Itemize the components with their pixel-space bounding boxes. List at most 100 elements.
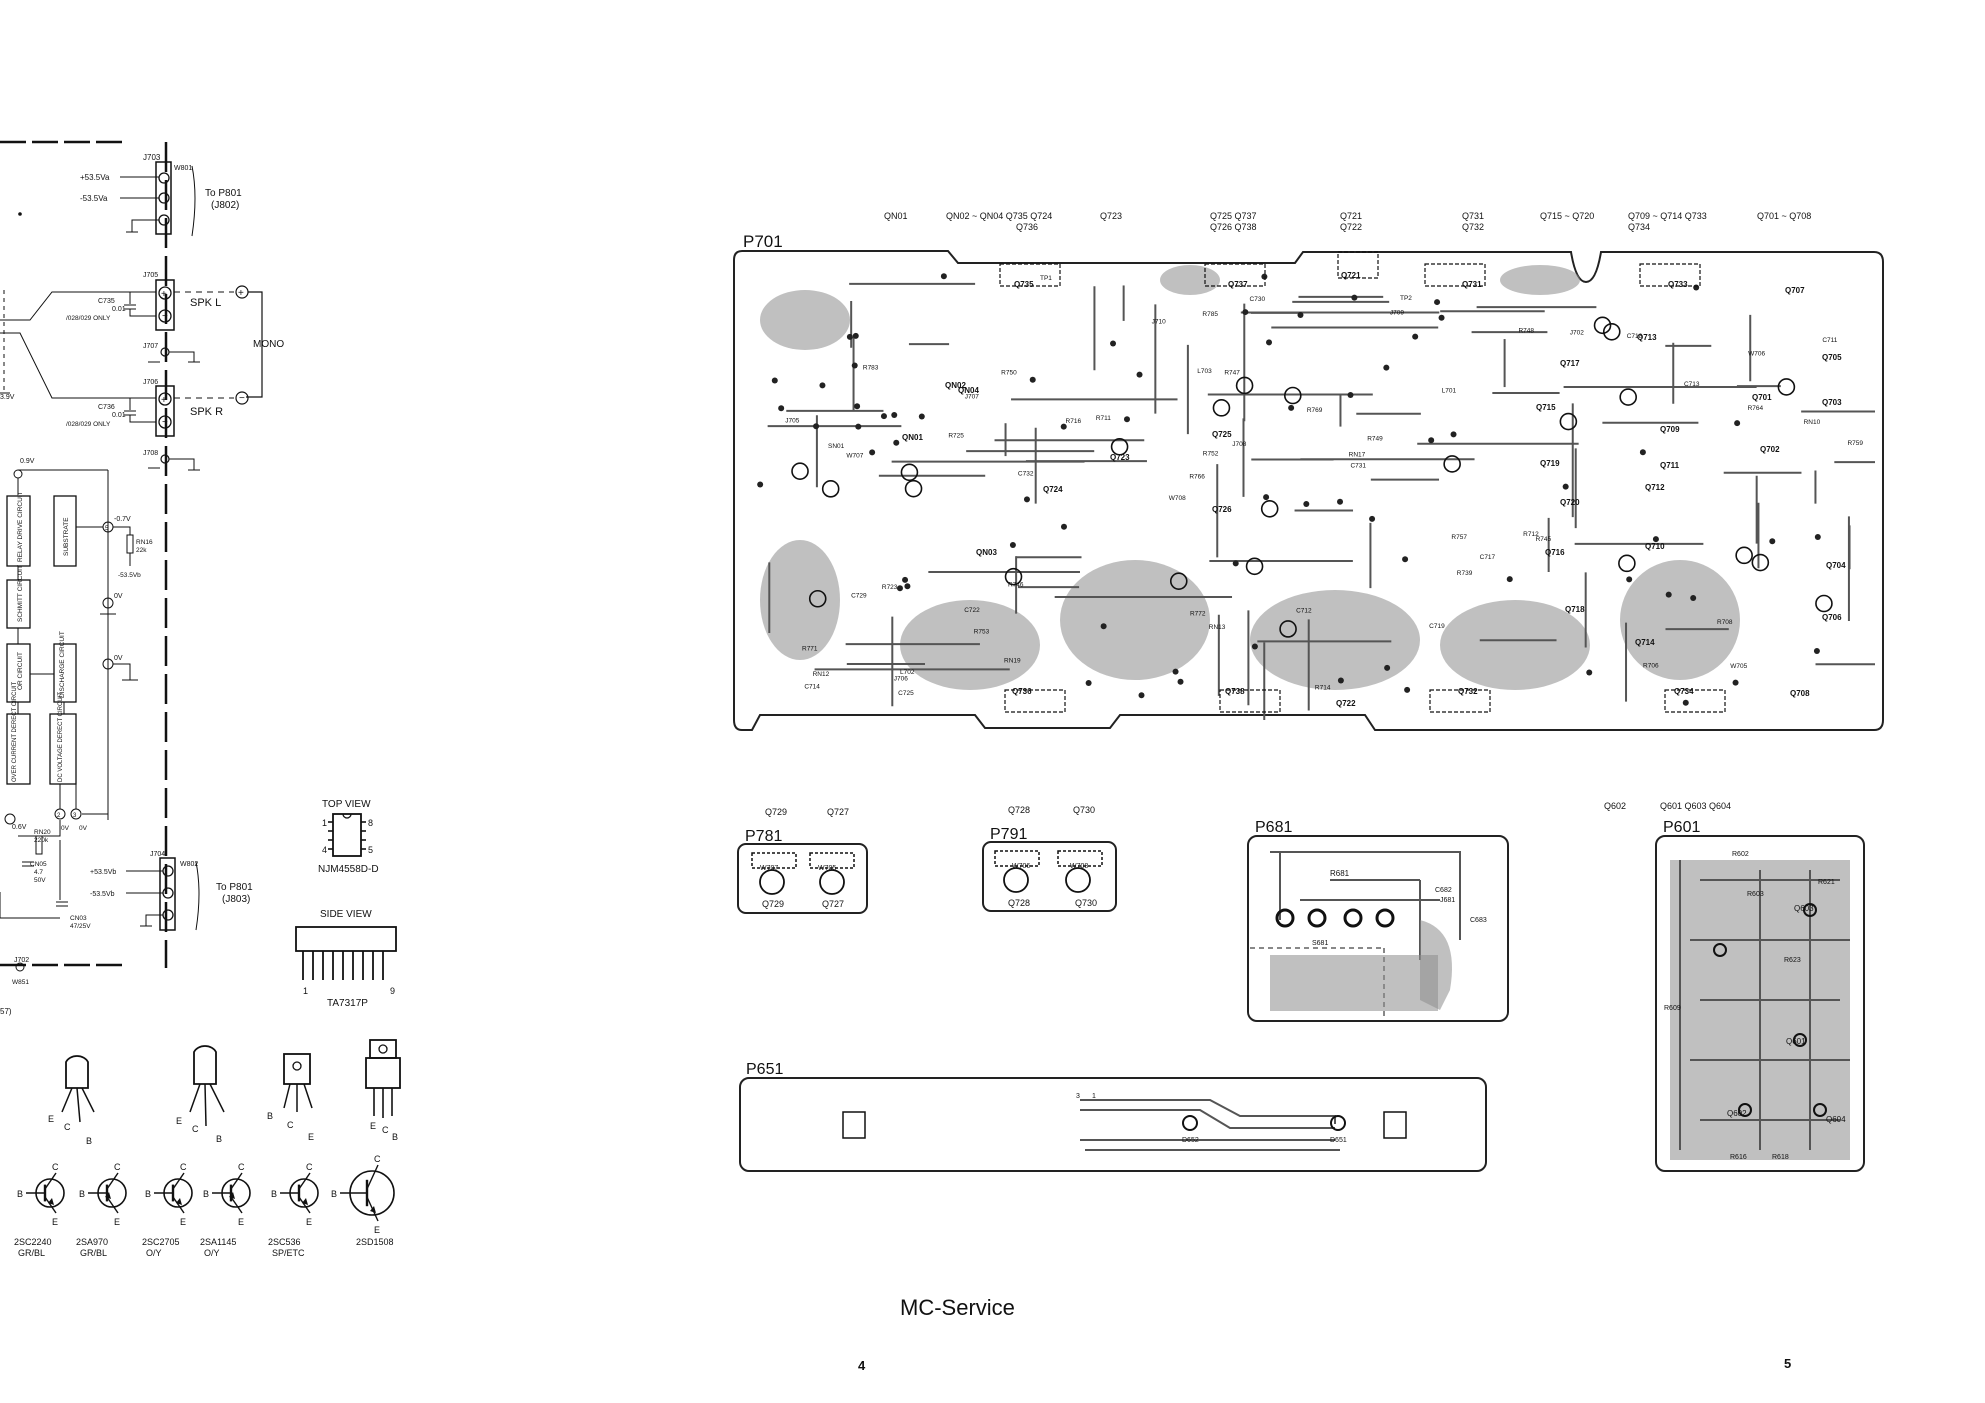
transistor-outline	[1235, 376, 1254, 395]
pin-label-b: B	[271, 1189, 277, 1199]
solder-pad	[855, 423, 862, 430]
label-0-9v: 0.9V	[20, 458, 35, 465]
p701-component-label: C718	[1627, 333, 1643, 340]
p701-component-label: R752	[1203, 451, 1219, 458]
header-group-label: Q736	[1016, 222, 1038, 232]
solder-pad	[1384, 664, 1391, 671]
collector-lead	[298, 1172, 311, 1190]
p701-component-label: L703	[1197, 368, 1212, 375]
solder-pad	[1428, 437, 1435, 444]
svg-text:Q730: Q730	[1073, 805, 1095, 815]
emitter-arrow	[370, 1206, 376, 1213]
label-j705: J705	[143, 272, 158, 279]
svg-text:0V: 0V	[79, 825, 88, 832]
transistor-outline	[821, 480, 840, 498]
svg-text:220k: 220k	[34, 837, 49, 844]
p701-component-label: L702	[900, 669, 915, 676]
svg-text:DISCHARGE CIRCUIT: DISCHARGE CIRCUIT	[59, 631, 66, 698]
header-group-label: Q732	[1462, 222, 1484, 232]
svg-text:RELAY DRIVE CIRCUIT: RELAY DRIVE CIRCUIT	[17, 491, 24, 562]
p701-component-label: Q702	[1760, 445, 1780, 454]
svg-text:E: E	[308, 1132, 314, 1142]
transistor-outline	[900, 463, 919, 482]
svg-text:0.6V: 0.6V	[12, 824, 27, 831]
transistor-part-name: 2SD1508	[356, 1237, 394, 1247]
header-group-label: Q734	[1628, 222, 1650, 232]
label-j702: J702	[14, 957, 29, 964]
svg-text:+53.5Vb: +53.5Vb	[90, 869, 116, 876]
p701-component-label: R716	[1066, 418, 1082, 425]
p701-component-label: Q704	[1826, 561, 1846, 570]
pin-label-c: C	[306, 1162, 313, 1172]
emitter-arrow	[105, 1192, 111, 1199]
label-j706: J706	[143, 379, 158, 386]
header-group-label: QN01	[884, 211, 908, 221]
svg-text:0.01: 0.01	[112, 412, 126, 419]
svg-text:Q728: Q728	[1008, 898, 1030, 908]
svg-text:C: C	[64, 1122, 71, 1132]
solder-pad	[1450, 431, 1457, 438]
pin-label-c: C	[374, 1154, 381, 1164]
p701-component-label: J705	[785, 417, 799, 424]
p701-component-label: R771	[802, 645, 818, 652]
p701-component-label: R748	[1518, 328, 1534, 335]
transistor-outline	[1593, 316, 1612, 335]
p701-component-label: RN10	[1804, 419, 1821, 426]
solder-pad	[1690, 594, 1697, 601]
pin-label-b: B	[203, 1189, 209, 1199]
solder-pad	[1434, 299, 1441, 306]
emitter-lead	[172, 1196, 185, 1214]
solder-pad	[1506, 576, 1513, 583]
solder-pad	[891, 412, 898, 419]
emitter-arrow	[229, 1192, 235, 1199]
svg-text:C: C	[287, 1120, 294, 1130]
solder-area	[760, 290, 850, 350]
svg-text:0V: 0V	[61, 825, 70, 832]
p701-component-label: Q721	[1341, 271, 1361, 280]
label-w801: W801	[174, 165, 192, 172]
transistor-outline	[808, 589, 827, 608]
svg-text:Q728: Q728	[1008, 805, 1030, 815]
solder-area	[1500, 265, 1580, 295]
transistor-outline	[1735, 546, 1753, 565]
p701-component-label: R783	[863, 365, 879, 372]
emitter-arrow	[176, 1198, 182, 1205]
transistor-outline	[1283, 386, 1302, 405]
pin-label-e: E	[52, 1217, 58, 1227]
pin-label-c: C	[52, 1162, 59, 1172]
solder-pad	[1242, 309, 1249, 316]
solder-pad	[1251, 643, 1258, 650]
p651-led-window-right	[1383, 1111, 1407, 1139]
pin-label-e: E	[306, 1217, 312, 1227]
pin-label-e: E	[114, 1217, 120, 1227]
p701-component-label: Q719	[1540, 459, 1560, 468]
solder-pad	[893, 439, 900, 446]
svg-text:B: B	[392, 1132, 398, 1142]
transistor-outline	[1815, 594, 1833, 613]
svg-text:4: 4	[322, 845, 327, 855]
svg-text:S681: S681	[1312, 940, 1328, 947]
p701-component-label: RN13	[1209, 624, 1226, 631]
svg-text:Q729: Q729	[762, 899, 784, 909]
label-njm4558: NJM4558D-D	[318, 864, 379, 875]
p701-component-label: Q708	[1790, 689, 1810, 698]
p701-component-label: Q711	[1660, 461, 1680, 470]
p701-component-label: QN03	[976, 548, 997, 557]
solder-pad	[1123, 416, 1130, 423]
solder-pad	[1009, 542, 1016, 549]
solder-pad	[1402, 556, 1409, 563]
solder-pad	[1682, 699, 1689, 706]
p701-component-label: TP1	[1040, 275, 1052, 282]
svg-text:Q602: Q602	[1727, 1109, 1747, 1118]
p701-component-label: Q725	[1212, 430, 1232, 439]
solder-pad	[854, 403, 861, 410]
p701-component-label: R764	[1748, 405, 1764, 412]
p701-component-label: J707	[965, 393, 979, 400]
p701-component-label: C730	[1250, 296, 1266, 303]
svg-text:E: E	[48, 1114, 54, 1124]
svg-text:W706: W706	[1012, 863, 1030, 870]
svg-text:R602: R602	[1732, 851, 1749, 858]
